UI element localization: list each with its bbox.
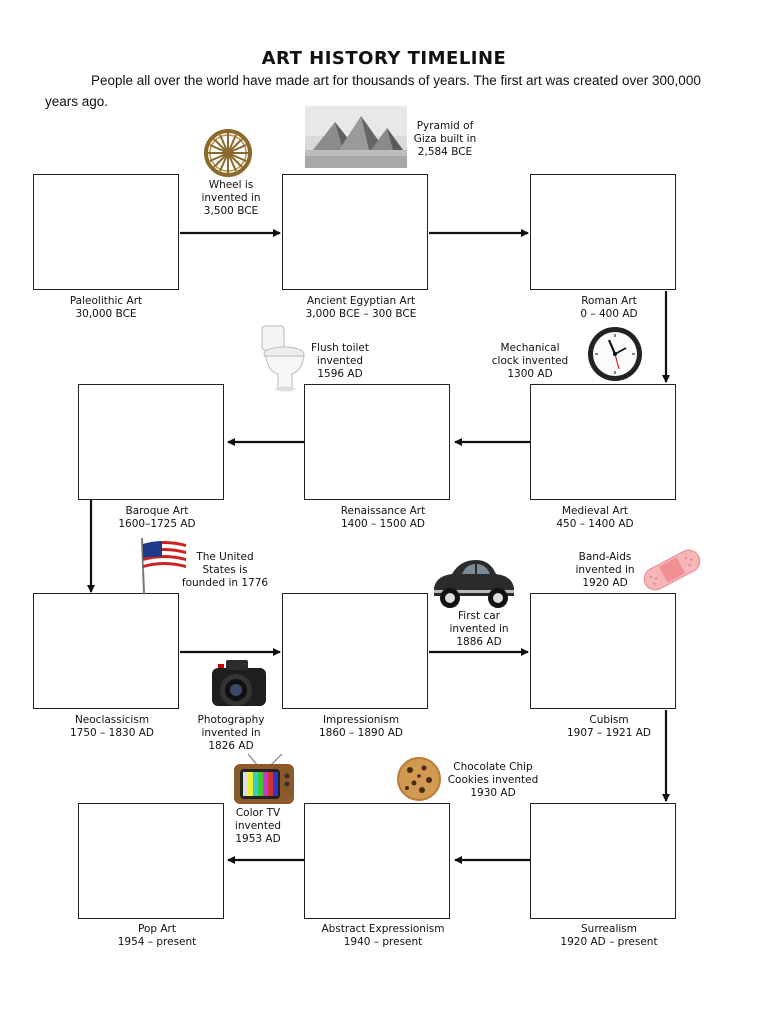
pyramid-icon [305, 106, 407, 168]
clock-icon [588, 327, 642, 381]
caption-baroque: Baroque Art 1600–1725 AD [67, 505, 247, 531]
box-cubism [530, 593, 676, 709]
period-name: Ancient Egyptian Art [306, 295, 416, 307]
caption-medieval: Medieval Art 450 – 1400 AD [505, 505, 685, 531]
box-neoclassicism [33, 593, 179, 709]
note-usa: The United States is founded in 1776 [181, 551, 269, 589]
period-date: 450 – 1400 AD [556, 518, 634, 530]
box-renaissance [304, 384, 450, 500]
note-tv: Color TV invented 1953 AD [234, 807, 282, 845]
box-baroque [78, 384, 224, 500]
toilet-icon [261, 325, 305, 392]
period-name: Cubism [589, 714, 629, 726]
caption-neoclassicism: Neoclassicism 1750 – 1830 AD [22, 714, 202, 740]
period-name: Baroque Art [125, 505, 189, 517]
period-date: 3,000 BCE – 300 BCE [305, 308, 417, 320]
period-date: 1907 – 1921 AD [567, 727, 651, 739]
period-date: 1600–1725 AD [118, 518, 196, 530]
caption-roman: Roman Art 0 – 400 AD [519, 295, 699, 321]
note-clock: Mechanical clock invented 1300 AD [491, 342, 569, 380]
period-name: Paleolithic Art [69, 295, 143, 307]
period-date: 1400 – 1500 AD [341, 518, 425, 530]
caption-abstract-expressionism: Abstract Expressionism 1940 – present [293, 923, 473, 949]
flag-icon [141, 537, 186, 595]
cookie-icon [397, 757, 441, 801]
period-name: Abstract Expressionism [321, 923, 445, 935]
caption-paleolithic: Paleolithic Art 30,000 BCE [16, 295, 196, 321]
period-date: 1860 – 1890 AD [319, 727, 403, 739]
period-date: 1954 – present [117, 936, 197, 948]
period-date: 0 – 400 AD [580, 308, 638, 320]
period-date: 1920 AD – present [560, 936, 658, 948]
car-icon [434, 560, 514, 608]
period-name: Pop Art [137, 923, 176, 935]
intro-text: People all over the world have made art … [45, 73, 701, 109]
period-name: Impressionism [322, 714, 400, 726]
page-title: ART HISTORY TIMELINE [261, 48, 507, 69]
caption-surrealism: Surrealism 1920 AD – present [519, 923, 699, 949]
period-name: Surrealism [581, 923, 637, 935]
camera-icon [212, 660, 266, 706]
note-car: First car invented in 1886 AD [449, 610, 509, 648]
bandaid-icon [643, 549, 701, 591]
period-name: Roman Art [581, 295, 637, 307]
note-bandaid: Band-Aids invented in 1920 AD [575, 551, 635, 589]
period-date: 30,000 BCE [75, 308, 137, 320]
caption-renaissance: Renaissance Art 1400 – 1500 AD [293, 505, 473, 531]
period-date: 1750 – 1830 AD [70, 727, 154, 739]
caption-ancient-egyptian: Ancient Egyptian Art 3,000 BCE – 300 BCE [271, 295, 451, 321]
period-date: 1940 – present [343, 936, 423, 948]
period-name: Medieval Art [561, 505, 629, 517]
period-name: Renaissance Art [340, 505, 426, 517]
box-surrealism [530, 803, 676, 919]
wheel-icon [204, 129, 252, 177]
box-roman [530, 174, 676, 290]
period-name: Neoclassicism [74, 714, 150, 726]
note-toilet: Flush toilet invented 1596 AD [310, 342, 370, 380]
note-pyramid: Pyramid of Giza built in 2,584 BCE [413, 120, 477, 158]
note-cookie: Chocolate Chip Cookies invented 1930 AD [447, 761, 539, 799]
caption-impressionism: Impressionism 1860 – 1890 AD [271, 714, 451, 740]
box-ancient-egyptian [282, 174, 428, 290]
note-photo: Photography invented in 1826 AD [197, 714, 265, 752]
box-pop-art [78, 803, 224, 919]
box-medieval [530, 384, 676, 500]
note-wheel: Wheel is invented in 3,500 BCE [201, 179, 261, 217]
box-impressionism [282, 593, 428, 709]
box-paleolithic [33, 174, 179, 290]
tv-icon [234, 753, 294, 804]
caption-pop-art: Pop Art 1954 – present [67, 923, 247, 949]
caption-cubism: Cubism 1907 – 1921 AD [519, 714, 699, 740]
box-abstract-expressionism [304, 803, 450, 919]
